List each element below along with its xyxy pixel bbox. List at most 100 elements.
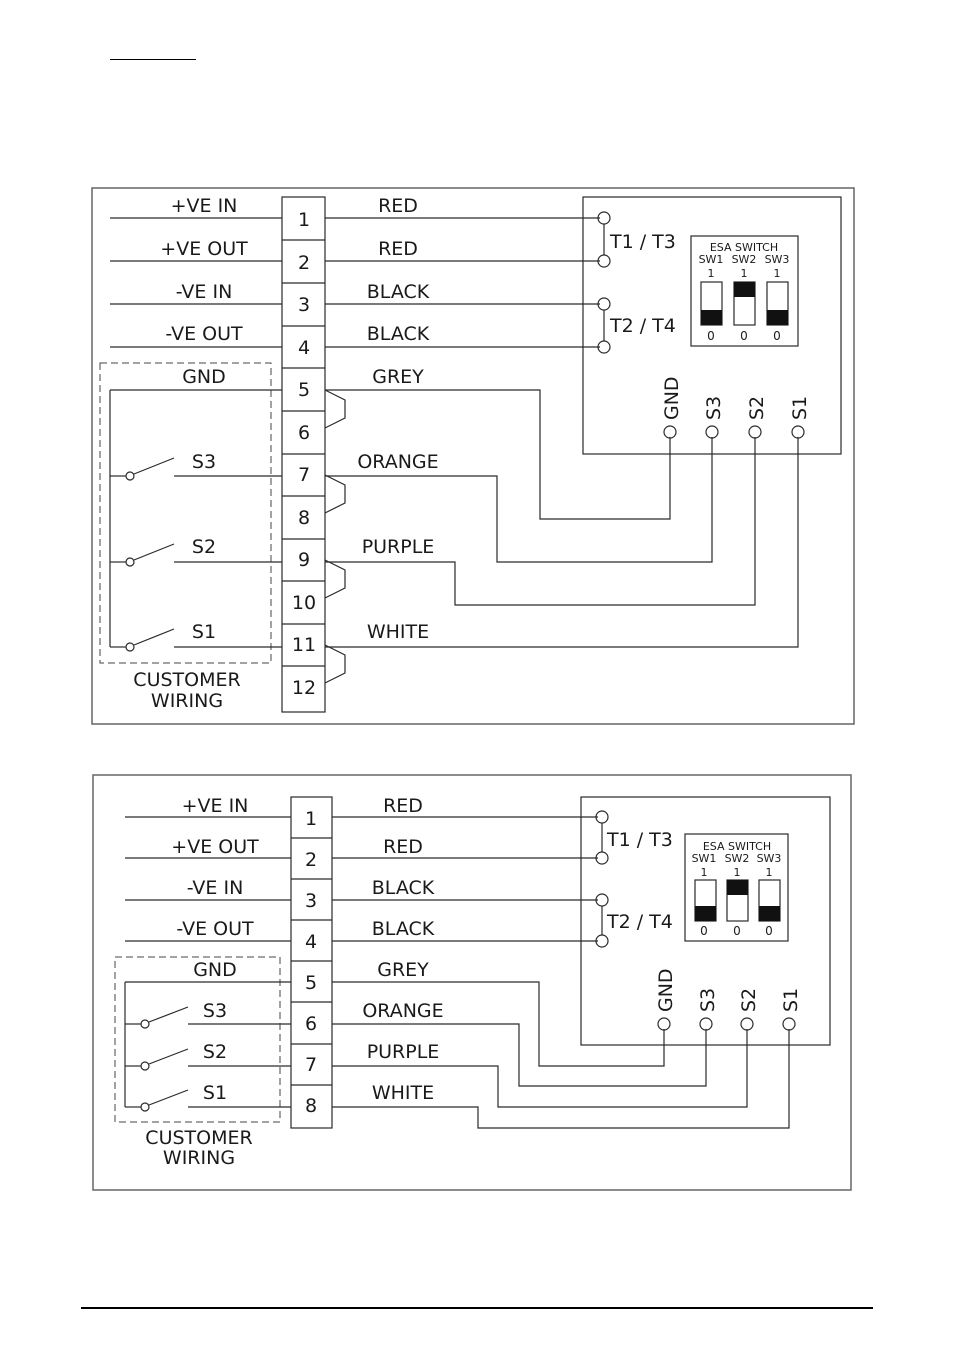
esa-switch: ESA SWITCH SW1 SW2 SW3 1 1 1 0 0 0 — [684, 833, 789, 942]
wiring-diagram-8-terminal: 1 2 3 4 5 6 7 8 +VE IN +VE OUT -VE IN -V… — [92, 774, 852, 1191]
device-box: T1 / T3 T2 / T4 ESA SWITCH SW1 SW2 SW3 1… — [582, 196, 842, 455]
label-t2-t4: T2 / T4 — [606, 911, 673, 933]
wire-label-red-2: RED — [378, 238, 418, 260]
label-wiring: WIRING — [163, 1147, 235, 1169]
terminal-number-6: 6 — [305, 1013, 317, 1035]
output-wires: RED RED BLACK BLACK GREY ORANGE PURPLE W… — [325, 195, 799, 648]
sw1-off-mark: 0 — [707, 329, 715, 343]
terminal-number-12: 12 — [292, 677, 316, 699]
sw1-label: SW1 — [699, 253, 724, 266]
sw3-on-mark: 1 — [774, 267, 781, 280]
terminal-number-6: 6 — [298, 422, 310, 444]
terminal-number-3: 3 — [305, 890, 317, 912]
wire-label-white: WHITE — [372, 1082, 434, 1104]
supply-lines: +VE IN +VE OUT -VE IN -VE OUT — [110, 195, 282, 348]
wiring-diagram-12-terminal: 1 2 3 4 5 6 7 8 9 10 11 12 +VE IN — [91, 187, 855, 725]
terminal-number-4: 4 — [298, 337, 310, 359]
terminal-number-9: 9 — [298, 549, 310, 571]
sw1-label: SW1 — [692, 852, 717, 865]
sw2-dip-knob — [734, 282, 755, 297]
terminal-number-5: 5 — [298, 379, 310, 401]
sw1-dip-knob — [701, 310, 722, 325]
sw3-dip-knob — [767, 310, 788, 325]
supply-lines: +VE IN +VE OUT -VE IN -VE OUT — [125, 795, 291, 942]
terminal-number-8: 8 — [298, 507, 310, 529]
sw2-label: SW2 — [732, 253, 757, 266]
label-neg-ve-out: -VE OUT — [165, 323, 243, 345]
terminal-number-1: 1 — [305, 808, 317, 830]
wire-label-black-1: BLACK — [367, 281, 430, 303]
wire-label-white: WHITE — [367, 621, 429, 643]
terminal-number-11: 11 — [292, 634, 316, 656]
label-s1: S1 — [203, 1082, 227, 1104]
wire-label-red-2: RED — [383, 836, 423, 858]
label-customer: CUSTOMER — [133, 669, 240, 691]
terminal-block: 1 2 3 4 5 6 7 8 — [290, 796, 333, 1129]
sw1-on-mark: 1 — [708, 267, 715, 280]
terminal-number-8: 8 — [305, 1095, 317, 1117]
terminal-label-s3: S3 — [703, 396, 725, 420]
terminal-number-4: 4 — [305, 931, 317, 953]
sw1-dip-knob — [695, 906, 716, 921]
label-neg-ve-out: -VE OUT — [176, 918, 254, 940]
terminal-number-3: 3 — [298, 294, 310, 316]
label-t2-t4: T2 / T4 — [609, 315, 676, 337]
terminal-number-5: 5 — [305, 972, 317, 994]
header-rule — [110, 59, 196, 60]
esa-switch-title: ESA SWITCH — [703, 840, 771, 853]
sw2-off-mark: 0 — [733, 924, 741, 938]
sw1-on-mark: 1 — [701, 866, 708, 879]
label-s3: S3 — [192, 451, 216, 473]
sw2-on-mark: 1 — [734, 866, 741, 879]
terminal-label-s3: S3 — [697, 988, 719, 1012]
esa-switch-title: ESA SWITCH — [710, 241, 778, 254]
terminal-number-2: 2 — [298, 252, 310, 274]
wire-label-purple: PURPLE — [362, 536, 435, 558]
footer-rule — [81, 1307, 873, 1309]
label-ve-out: +VE OUT — [160, 238, 248, 260]
terminal-number-7: 7 — [298, 464, 310, 486]
terminal-label-s1: S1 — [780, 988, 802, 1012]
esa-switch: ESA SWITCH SW1 SW2 SW3 1 1 1 0 0 0 — [690, 235, 799, 347]
diagram-frame — [91, 187, 855, 725]
sw2-on-mark: 1 — [741, 267, 748, 280]
label-ve-out: +VE OUT — [171, 836, 259, 858]
terminal-label-gnd: GND — [661, 376, 683, 420]
label-s3: S3 — [203, 1000, 227, 1022]
terminal-number-1: 1 — [298, 209, 310, 231]
terminal-label-s1: S1 — [789, 396, 811, 420]
device-box: T1 / T3 T2 / T4 ESA SWITCH SW1 SW2 SW3 1… — [580, 796, 831, 1046]
sw3-dip-knob — [759, 906, 780, 921]
label-t1-t3: T1 / T3 — [609, 231, 676, 253]
label-s2: S2 — [192, 536, 216, 558]
terminal-number-10: 10 — [292, 592, 316, 614]
terminal-label-s2: S2 — [738, 988, 760, 1012]
wire-label-purple: PURPLE — [367, 1041, 440, 1063]
label-wiring: WIRING — [151, 690, 223, 712]
wire-label-grey: GREY — [372, 366, 424, 388]
wire-label-red-1: RED — [378, 195, 418, 217]
label-t1-t3: T1 / T3 — [606, 829, 673, 851]
sw3-off-mark: 0 — [765, 924, 773, 938]
customer-wiring: GND S3 S2 S1 CUSTOMER WIRING — [99, 362, 282, 712]
sw3-label: SW3 — [757, 852, 782, 865]
customer-wiring: GND S3 S2 S1 CUSTOMER WIRING — [114, 956, 291, 1169]
sw2-label: SW2 — [725, 852, 750, 865]
terminal-number-2: 2 — [305, 849, 317, 871]
wire-label-black-1: BLACK — [372, 877, 435, 899]
label-ve-in: +VE IN — [171, 195, 238, 217]
wire-label-red-1: RED — [383, 795, 423, 817]
terminal-label-s2: S2 — [746, 396, 768, 420]
label-customer: CUSTOMER — [145, 1127, 252, 1149]
diagram-frame — [92, 774, 852, 1191]
label-gnd: GND — [182, 366, 226, 388]
terminal-label-gnd: GND — [655, 968, 677, 1012]
sw3-off-mark: 0 — [773, 329, 781, 343]
wire-label-orange: ORANGE — [362, 1000, 443, 1022]
sw3-label: SW3 — [765, 253, 790, 266]
terminal-number-7: 7 — [305, 1054, 317, 1076]
output-wires: RED RED BLACK BLACK GREY ORANGE PURPLE W… — [332, 795, 790, 1129]
terminal-block: 1 2 3 4 5 6 7 8 9 10 11 12 — [281, 196, 326, 713]
sw2-dip-knob — [727, 880, 748, 895]
